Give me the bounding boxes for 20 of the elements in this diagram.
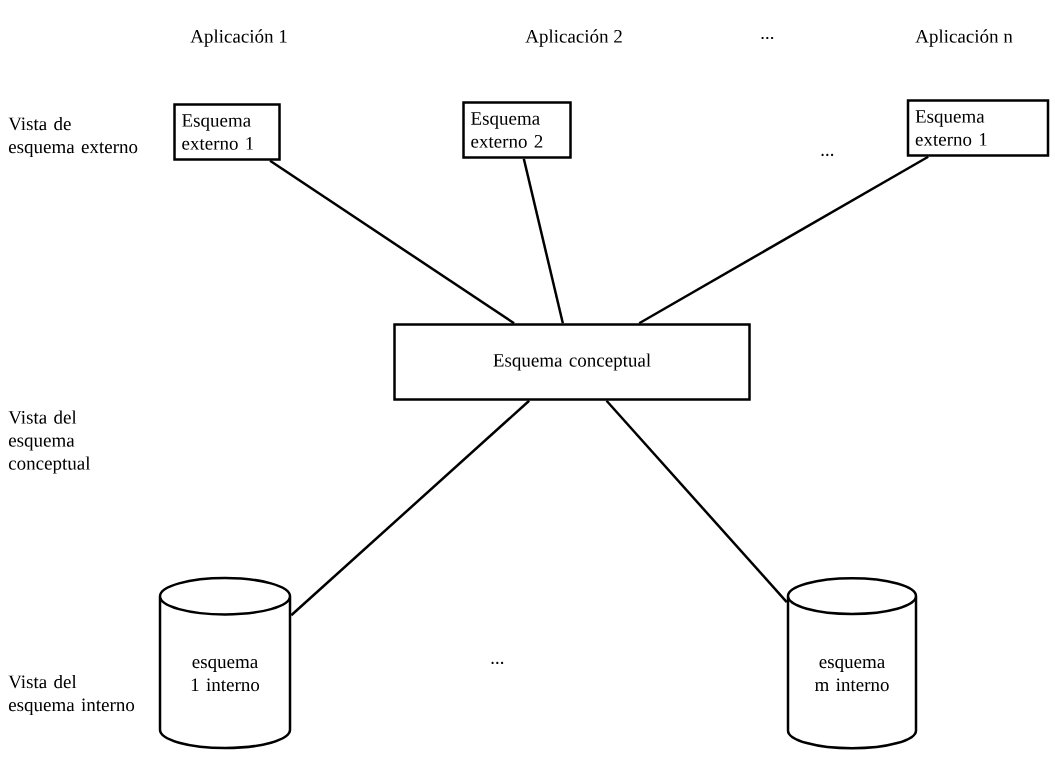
schema-box: Esquema conceptual bbox=[393, 323, 751, 401]
connector-line bbox=[638, 155, 929, 325]
text-label: ... bbox=[491, 661, 504, 665]
text-label: Vista de esquema externo bbox=[8, 116, 138, 158]
schema-box: Esquema externo 1 bbox=[173, 103, 281, 161]
database-cylinder: esquema m interno bbox=[786, 577, 918, 750]
connector-line bbox=[522, 158, 565, 324]
connector-line bbox=[290, 399, 530, 617]
schema-box: Esquema externo 2 bbox=[462, 101, 572, 159]
connector-line bbox=[269, 159, 515, 325]
text-label: Aplicación n bbox=[915, 29, 1013, 47]
text-label: ... bbox=[761, 36, 774, 40]
text-label: Aplicación 1 bbox=[190, 29, 287, 47]
connector-line bbox=[605, 399, 788, 603]
text-label: Vista del esquema conceptual bbox=[8, 410, 91, 474]
text-label: Vista del esquema interno bbox=[8, 674, 135, 716]
schema-box: Esquema externo 1 bbox=[906, 99, 1050, 157]
database-cylinder: esquema 1 interno bbox=[158, 576, 292, 750]
text-label: ... bbox=[821, 153, 834, 157]
text-label: Aplicación 2 bbox=[525, 29, 622, 47]
